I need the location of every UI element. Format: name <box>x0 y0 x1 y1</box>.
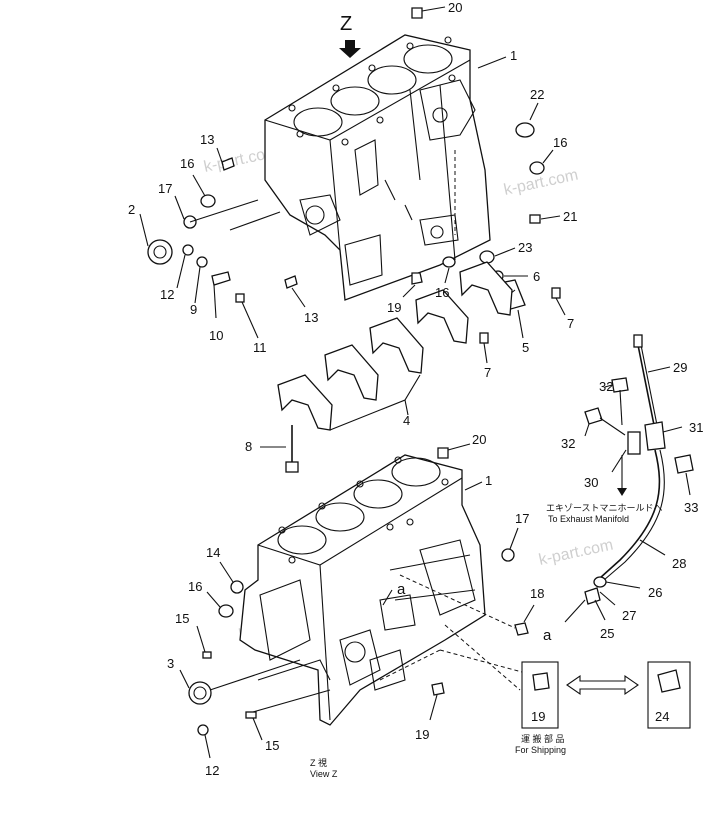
label-12: 12 <box>160 287 174 302</box>
label-13: 13 <box>200 132 214 147</box>
lower-small-parts <box>179 443 535 759</box>
label-7: 7 <box>567 316 574 331</box>
view-caption-en: View Z <box>310 769 338 779</box>
label-19: 19 <box>387 300 401 315</box>
label-16: 16 <box>188 579 202 594</box>
shipping-note-en: For Shipping <box>515 745 566 755</box>
leader <box>382 589 393 606</box>
label-9: 9 <box>190 302 197 317</box>
label-27: 27 <box>622 608 636 623</box>
label-25: 25 <box>600 626 614 641</box>
label-32: 32 <box>599 379 613 394</box>
dipstick-assembly <box>564 334 694 623</box>
label-22: 22 <box>530 87 544 102</box>
label-23: 23 <box>518 240 532 255</box>
label-4: 4 <box>403 413 410 428</box>
label-2: 2 <box>128 202 135 217</box>
label-3: 3 <box>167 656 174 671</box>
shipping-part-box <box>521 661 691 729</box>
label-1: 1 <box>510 48 517 63</box>
annotations: エキゾーストマニホールドへ To Exhaust Manifold 運 搬 部 … <box>310 503 663 779</box>
bolt-8 <box>260 425 299 473</box>
label-15: 15 <box>265 738 279 753</box>
label-8: 8 <box>245 439 252 454</box>
cylinder-block-lower <box>239 454 523 726</box>
label-17: 17 <box>515 511 529 526</box>
label-6: 6 <box>533 269 540 284</box>
label-14: 14 <box>206 545 220 560</box>
label-15: 15 <box>175 611 189 626</box>
label-19: 19 <box>531 709 545 724</box>
label-21: 21 <box>563 209 577 224</box>
label-12: 12 <box>205 763 219 778</box>
watermark: k-part.com <box>537 537 614 569</box>
label-11: 11 <box>253 340 267 355</box>
label-33: 33 <box>684 500 698 515</box>
label-17: 17 <box>158 181 172 196</box>
label-19: 19 <box>415 727 429 742</box>
view-caption-jp: Z 視 <box>310 757 327 768</box>
main-bearing-caps <box>277 261 513 431</box>
shipping-note-jp: 運 搬 部 品 <box>521 733 565 744</box>
label-30: 30 <box>584 475 598 490</box>
label-20: 20 <box>448 0 462 15</box>
label-32: 32 <box>561 436 575 451</box>
label-28: 28 <box>672 556 686 571</box>
cylinder-block-upper <box>264 34 491 301</box>
label-10: 10 <box>209 328 223 343</box>
label-16: 16 <box>180 156 194 171</box>
label-29: 29 <box>673 360 687 375</box>
label-7: 7 <box>484 365 491 380</box>
label-20: 20 <box>472 432 486 447</box>
label-16: 16 <box>435 285 449 300</box>
label-18: 18 <box>530 586 544 601</box>
exhaust-note-en: To Exhaust Manifold <box>548 514 629 524</box>
reference-a-lower: a <box>543 627 552 644</box>
upper-small-parts <box>139 6 566 364</box>
label-5: 5 <box>522 340 529 355</box>
label-1: 1 <box>485 473 492 488</box>
label-31: 31 <box>689 420 703 435</box>
exhaust-note-jp: エキゾーストマニホールドへ <box>546 503 663 513</box>
label-26: 26 <box>648 585 662 600</box>
part-labels: 20 1 22 16 13 16 17 2 21 23 6 12 9 16 19… <box>128 0 703 778</box>
label-13: 13 <box>304 310 318 325</box>
reference-a-upper: a <box>397 581 406 598</box>
label-16: 16 <box>553 135 567 150</box>
view-arrow-icon <box>339 40 361 58</box>
view-marker: Z <box>340 13 352 35</box>
label-24: 24 <box>655 709 669 724</box>
